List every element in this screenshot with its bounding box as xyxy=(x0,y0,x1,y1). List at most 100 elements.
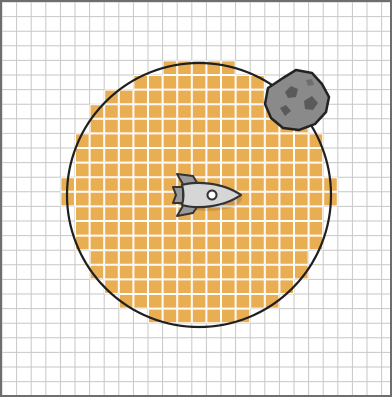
range-cell xyxy=(133,279,148,294)
range-cell xyxy=(236,104,251,119)
range-cell xyxy=(163,279,178,294)
range-cell xyxy=(206,163,221,178)
range-cell xyxy=(133,294,148,309)
range-cell xyxy=(192,279,207,294)
range-cell xyxy=(148,133,163,148)
range-cell xyxy=(90,206,105,221)
range-cell xyxy=(279,236,294,251)
range-cell xyxy=(236,294,251,309)
range-cell xyxy=(309,148,324,163)
range-cell xyxy=(133,163,148,178)
range-cell xyxy=(177,279,192,294)
range-cell xyxy=(163,236,178,251)
range-cell xyxy=(250,221,265,236)
range-cell xyxy=(133,177,148,192)
range-cell xyxy=(294,133,309,148)
range-cell xyxy=(90,148,105,163)
range-cell xyxy=(265,250,280,265)
range-cell xyxy=(221,236,236,251)
range-cell xyxy=(119,265,134,280)
range-cell xyxy=(250,294,265,309)
range-cell xyxy=(119,163,134,178)
range-cell xyxy=(75,148,90,163)
range-cell xyxy=(221,221,236,236)
range-cell xyxy=(279,279,294,294)
range-cell xyxy=(133,148,148,163)
range-cell xyxy=(90,133,105,148)
range-cell xyxy=(104,206,119,221)
range-cell xyxy=(279,265,294,280)
range-cell xyxy=(75,192,90,207)
range-cell xyxy=(265,221,280,236)
range-cell xyxy=(206,119,221,134)
range-cell xyxy=(177,294,192,309)
range-cell xyxy=(148,236,163,251)
range-cell xyxy=(177,148,192,163)
range-cell xyxy=(104,177,119,192)
range-cell xyxy=(236,90,251,105)
range-cell xyxy=(177,236,192,251)
range-cell xyxy=(177,265,192,280)
range-cell xyxy=(148,250,163,265)
range-cell xyxy=(119,279,134,294)
range-cell xyxy=(221,133,236,148)
range-cell xyxy=(133,265,148,280)
range-cell xyxy=(133,192,148,207)
range-cell xyxy=(163,148,178,163)
range-cell xyxy=(309,163,324,178)
range-cell xyxy=(119,236,134,251)
range-cell xyxy=(119,221,134,236)
range-cell xyxy=(221,265,236,280)
range-cell xyxy=(90,250,105,265)
range-cell xyxy=(236,236,251,251)
range-cell xyxy=(294,148,309,163)
range-cell xyxy=(250,119,265,134)
range-cell xyxy=(206,148,221,163)
range-cell xyxy=(294,177,309,192)
range-cell xyxy=(177,104,192,119)
range-cell xyxy=(104,104,119,119)
range-cell xyxy=(236,148,251,163)
range-cell xyxy=(90,221,105,236)
range-cell xyxy=(163,221,178,236)
range-cell xyxy=(177,221,192,236)
range-cell xyxy=(104,265,119,280)
range-cell xyxy=(206,294,221,309)
range-cell xyxy=(221,309,236,324)
range-cell xyxy=(236,75,251,90)
range-cell xyxy=(133,206,148,221)
range-cell xyxy=(163,206,178,221)
range-cell xyxy=(279,163,294,178)
range-cell xyxy=(163,119,178,134)
range-cell xyxy=(148,265,163,280)
range-cell xyxy=(279,250,294,265)
range-cell xyxy=(265,148,280,163)
range-cell xyxy=(265,177,280,192)
range-cell xyxy=(279,192,294,207)
range-cell xyxy=(221,279,236,294)
range-cell xyxy=(75,177,90,192)
range-cell xyxy=(148,279,163,294)
range-cell xyxy=(148,163,163,178)
range-cell xyxy=(163,265,178,280)
range-cell xyxy=(294,221,309,236)
range-cell xyxy=(294,163,309,178)
range-cell xyxy=(148,192,163,207)
range-cell xyxy=(192,163,207,178)
range-cell xyxy=(265,265,280,280)
range-cell xyxy=(250,90,265,105)
range-cell xyxy=(294,250,309,265)
range-cell xyxy=(177,119,192,134)
range-cell xyxy=(90,236,105,251)
range-cell xyxy=(265,192,280,207)
range-cell xyxy=(119,119,134,134)
range-cell xyxy=(221,250,236,265)
range-cell xyxy=(148,75,163,90)
range-cell xyxy=(75,221,90,236)
range-cell xyxy=(163,163,178,178)
range-cell xyxy=(90,119,105,134)
range-cell xyxy=(133,221,148,236)
range-cell xyxy=(250,265,265,280)
